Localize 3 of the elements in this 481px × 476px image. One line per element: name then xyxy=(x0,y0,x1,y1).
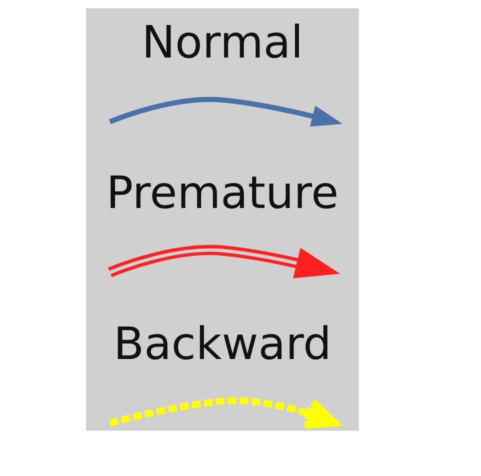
legend-label: Backward xyxy=(112,318,331,370)
legend-label: Premature xyxy=(106,167,338,220)
legend-label: Normal xyxy=(141,16,303,69)
